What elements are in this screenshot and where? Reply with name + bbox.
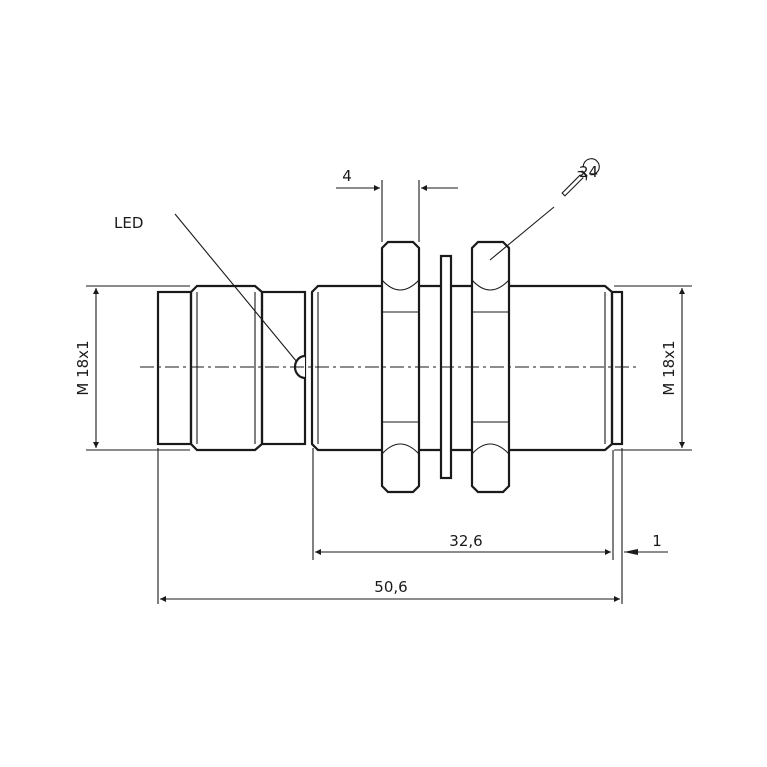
- connector-thread: [189, 284, 264, 452]
- led-label: LED: [114, 214, 143, 232]
- sensor-body: [140, 240, 640, 494]
- length-end-label: 1: [652, 532, 662, 550]
- connector-cap: [156, 290, 193, 446]
- dim-thread-left: M 18x1: [74, 285, 190, 451]
- thread-label-left: M 18x1: [74, 340, 92, 395]
- main-thread: [310, 284, 614, 452]
- nut-thickness-label: 4: [342, 167, 352, 185]
- length-total-label: 50,6: [374, 578, 407, 596]
- wrench-icon: [561, 158, 600, 197]
- dim-nut-thickness: 4: [336, 167, 458, 242]
- length-threaded-label: 32,6: [449, 532, 482, 550]
- dim-thread-right: M 18x1: [614, 285, 692, 451]
- thread-label-right: M 18x1: [660, 340, 678, 395]
- led-annotation: LED: [114, 213, 298, 363]
- sensing-face: [610, 290, 624, 446]
- wrench-annotation: 24: [489, 158, 600, 261]
- wrench-size-label: 24: [579, 163, 598, 181]
- dim-lengths: 32,6 1 50,6: [157, 448, 668, 604]
